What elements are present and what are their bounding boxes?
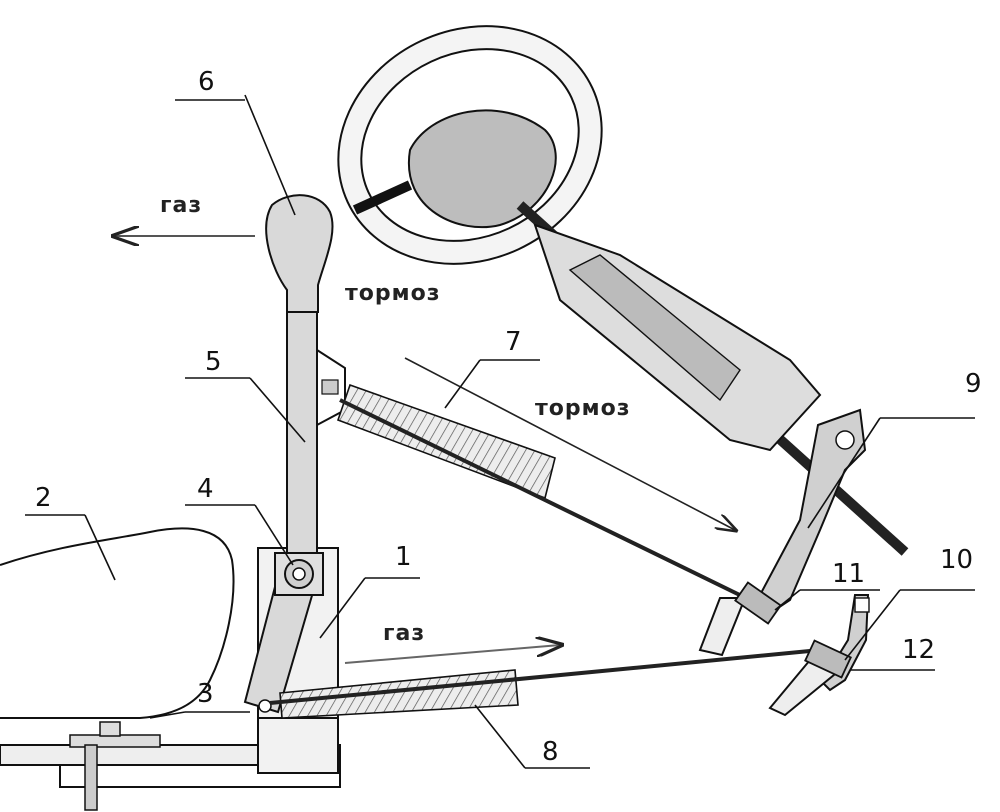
seat [0, 527, 235, 719]
steering-column [516, 201, 909, 556]
label-12: 12 [902, 635, 935, 665]
word-gas-bottom: газ [383, 621, 425, 646]
label-6: 6 [198, 67, 215, 97]
label-1: 1 [395, 542, 412, 572]
label-7: 7 [505, 327, 522, 357]
word-brake-arrow: тормоз [535, 396, 631, 421]
word-brake-wheel: тормоз [345, 281, 441, 306]
label-4: 4 [197, 474, 214, 504]
floor-base [0, 721, 341, 811]
brake-pedal [698, 408, 867, 657]
gas-clamp [804, 639, 852, 679]
label-2: 2 [35, 483, 52, 513]
label-11: 11 [832, 559, 865, 589]
lever-handle [265, 194, 334, 313]
brake-rod [336, 383, 751, 602]
steering-wheel [337, 25, 603, 265]
label-9: 9 [965, 369, 982, 399]
label-10: 10 [940, 545, 973, 575]
label-5: 5 [205, 347, 222, 377]
gas-arrow-bottom [344, 645, 560, 664]
label-8: 8 [542, 737, 559, 767]
word-gas-top: газ [160, 193, 202, 218]
leader-lines [25, 94, 975, 769]
hand-lever-shaft [286, 309, 318, 571]
pivot-joint [274, 552, 324, 596]
brake-clamp [734, 581, 782, 625]
label-3: 3 [197, 679, 214, 709]
lever-link-pivot [258, 699, 272, 713]
gas-rod [269, 648, 821, 719]
